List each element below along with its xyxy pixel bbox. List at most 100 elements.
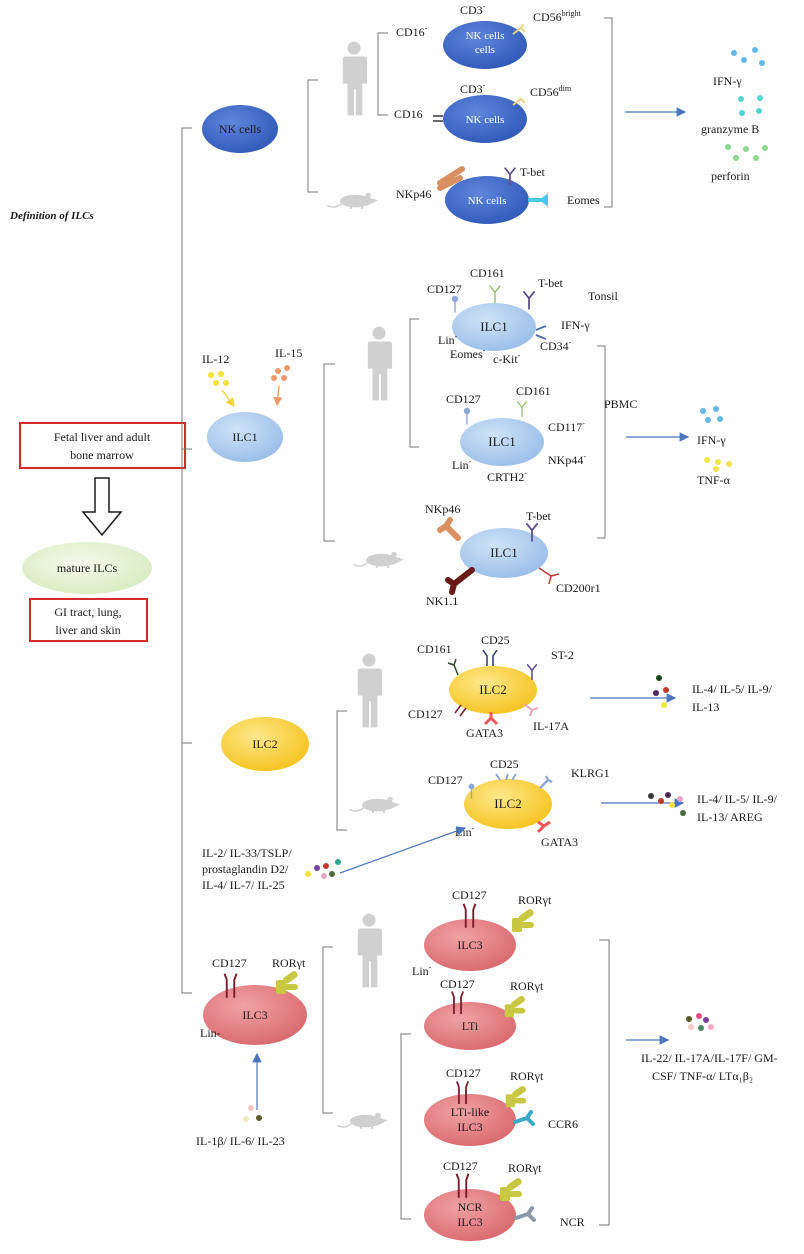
ilc3-lti-ror: RORγt bbox=[510, 979, 544, 993]
location-line-1: GI tract, lung, bbox=[54, 605, 121, 619]
ilc2-mouse-cell bbox=[464, 779, 552, 829]
ilc1-tonsil-cd161: CD161 bbox=[470, 266, 505, 280]
ilc2-mouse-label: ILC2 bbox=[494, 796, 521, 811]
ilc1-main-label: ILC1 bbox=[232, 430, 257, 444]
location-box bbox=[29, 598, 148, 642]
nk-mouse-eomes: Eomes bbox=[567, 193, 600, 207]
ilc3-input-dots-icon bbox=[243, 1105, 262, 1122]
nk-granzyme-dots-icon bbox=[738, 95, 763, 116]
ilc1-il15-label: IL-15 bbox=[275, 346, 302, 360]
ilc1-pbmc-cd127: CD127 bbox=[446, 392, 481, 406]
nk-output-perforin: perforin bbox=[711, 169, 750, 183]
ilc2-main-label: ILC2 bbox=[252, 737, 277, 751]
ilc3-lti-label: LTi bbox=[462, 1019, 479, 1033]
ilc1-mouse-nk11: NK1.1 bbox=[426, 594, 458, 608]
ilc3-lti-like-label-2: ILC3 bbox=[457, 1120, 482, 1134]
ilc2-mouse-cd127: CD127 bbox=[428, 773, 463, 787]
nk-main-cell bbox=[202, 105, 278, 153]
ilc1-pbmc-lin: Lin- bbox=[452, 457, 472, 472]
nk-output-granzyme: granzyme B bbox=[701, 122, 759, 136]
nk-perforin-dots-icon bbox=[725, 144, 768, 161]
ilc1-mouse-nkp46: NKp46 bbox=[425, 502, 460, 516]
ilc3-human-ror: RORγt bbox=[518, 893, 552, 907]
ilc3-main-cd127: CD127 bbox=[212, 956, 247, 970]
nk-bright-cd16: CD16- bbox=[396, 24, 428, 39]
ilc3-lti-like-ror: RORγt bbox=[510, 1069, 544, 1083]
ilc1-mouse-tbet: T-bet bbox=[526, 509, 552, 523]
nk-output-ifng: IFN-γ bbox=[713, 74, 742, 88]
ilc3-main-lin: Lin- bbox=[200, 1026, 221, 1040]
svg-text:cells: cells bbox=[475, 44, 495, 56]
ilc2-human-cd161: CD161 bbox=[417, 642, 452, 656]
ilc3-main-cell bbox=[203, 985, 307, 1045]
ilc3-human-cd127: CD127 bbox=[452, 888, 487, 902]
nk-bright-cd3: CD3- bbox=[460, 2, 486, 17]
nk-dim-cd56: CD56dim bbox=[530, 84, 572, 99]
ilc1-tonsil-label: ILC1 bbox=[480, 319, 507, 334]
ilc1-output-tnfa: TNF-α bbox=[697, 473, 731, 487]
nk-mouse-nkp46: NKp46 bbox=[396, 187, 431, 201]
ilc1-il12-label: IL-12 bbox=[202, 352, 229, 366]
main-bracket bbox=[181, 127, 192, 994]
nk-bright-cell bbox=[443, 21, 527, 69]
mouse-icon bbox=[336, 1111, 389, 1130]
ilc3-lti-like-label-1: LTi-like bbox=[451, 1105, 489, 1119]
nk-bright-label: NK cells bbox=[466, 30, 505, 42]
ilc2-input-line-2: prostaglandin D2/ bbox=[202, 862, 289, 876]
ilc1-tonsil-cd127: CD127 bbox=[427, 282, 462, 296]
ilc1-tnfa-dots-icon bbox=[704, 457, 732, 472]
human-icon bbox=[342, 41, 368, 116]
ilc3-inputs: IL-1β/ IL-6/ IL-23 bbox=[196, 1134, 285, 1148]
ilc2-human-cell bbox=[449, 666, 537, 714]
nk-dim-label: NK cells bbox=[466, 114, 505, 126]
human-icon bbox=[357, 913, 383, 988]
nk-bright-cd56: CD56bright bbox=[533, 9, 582, 24]
ilc1-pbmc-crth2: CRTH2- bbox=[487, 469, 527, 484]
ilc1-tonsil-eomes: Eomes- bbox=[450, 346, 486, 361]
ilc1-tonsil-tbet: T-bet bbox=[538, 276, 564, 290]
ilc2-mouse-lin: Lin- bbox=[455, 824, 475, 839]
ilc2-human-label: ILC2 bbox=[479, 682, 506, 697]
nk-mouse-cell bbox=[445, 176, 529, 224]
ilc2-human-cd25: CD25 bbox=[481, 633, 510, 647]
location-line-2: liver and skin bbox=[55, 623, 120, 637]
ilc3-lti-like-cell bbox=[424, 1094, 516, 1146]
ilc2-human-il17a: IL-17A bbox=[533, 719, 569, 733]
ilc3-ncr-cd127: CD127 bbox=[443, 1159, 478, 1173]
il15-dots-icon bbox=[271, 365, 290, 381]
ilc2-input-dots-icon bbox=[305, 859, 341, 879]
ilc3-ncr-label-1: NCR bbox=[458, 1200, 483, 1214]
nk-dim-cd16: CD16 bbox=[394, 107, 423, 121]
ilc2-mouse-output-line-1: IL-4/ IL-5/ IL-9/ bbox=[697, 792, 778, 806]
ilc3-ncr-label-2: ILC3 bbox=[457, 1215, 482, 1229]
ilc3-human-label: ILC3 bbox=[457, 938, 482, 952]
ilc1-tonsil-ckit: c-Kit- bbox=[493, 351, 521, 366]
ilc1-tonsil-ifng: IFN-γ bbox=[561, 318, 590, 332]
ilc2-mouse-output-dots-icon bbox=[648, 792, 686, 816]
ilc3-output-dots-icon bbox=[686, 1013, 714, 1031]
ilc3-lti-cd127: CD127 bbox=[440, 977, 475, 991]
ilc1-tonsil-tissue: Tonsil bbox=[588, 289, 618, 303]
ilc3-ncr-cell bbox=[424, 1189, 516, 1241]
nk-mouse-label: NK cells bbox=[468, 195, 507, 207]
ilc1-pbmc-nkp44: NKp44- bbox=[548, 452, 586, 467]
ilc1-pbmc-tissue: PBMC bbox=[604, 397, 637, 411]
source-line-1: Fetal liver and adult bbox=[54, 430, 151, 444]
mouse-icon bbox=[348, 795, 401, 814]
ilc1-mouse-cd200r1: CD200r1 bbox=[556, 581, 601, 595]
ilc3-lti-like-ccr6: CCR6 bbox=[548, 1117, 578, 1131]
ilc3-human-cell bbox=[424, 919, 516, 971]
ilc2-input-line-3: IL-4/ IL-7/ IL-25 bbox=[202, 878, 285, 892]
ilc2-human-st2: ST-2 bbox=[551, 648, 574, 662]
ilc1-pbmc-cell bbox=[460, 418, 544, 466]
ilc1-main-cell bbox=[207, 412, 283, 462]
ror-icon bbox=[276, 969, 299, 994]
ilc3-main-ror: RORγt bbox=[272, 956, 306, 970]
ilc1-pbmc-cd161: CD161 bbox=[516, 384, 551, 398]
ilc2-mouse-klrg1: KLRG1 bbox=[571, 766, 610, 780]
nk-dim-cd3: CD3- bbox=[460, 81, 486, 96]
ilc1-pbmc-label: ILC1 bbox=[488, 434, 515, 449]
ilc2-human-output-line-2: IL-13 bbox=[692, 700, 719, 714]
ilc1-mouse-label: ILC1 bbox=[490, 545, 517, 560]
